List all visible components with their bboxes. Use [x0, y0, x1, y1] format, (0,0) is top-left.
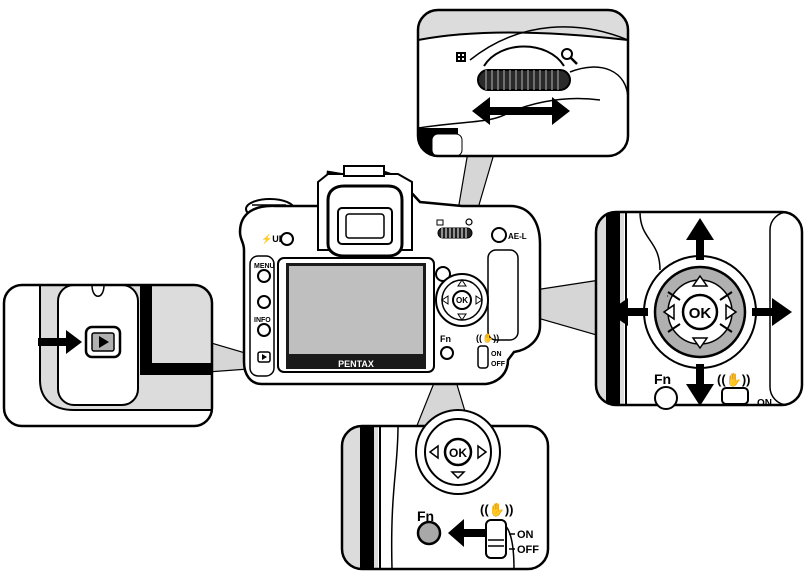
dpad-fn-label: Fn — [654, 371, 671, 387]
thumbnail-icon — [456, 52, 466, 62]
callout-play — [2, 283, 214, 428]
brand-logo: PENTAX — [338, 359, 374, 369]
dpad-ok-button[interactable] — [681, 293, 719, 331]
camera-ok-label: OK — [456, 296, 468, 305]
dpad-fn-button[interactable] — [654, 386, 678, 410]
callout-fn: OK Fn ((✋)) ON OFF — [340, 409, 550, 571]
dpad-right-icon[interactable] — [725, 303, 738, 321]
dpad-left-icon[interactable] — [662, 303, 675, 321]
dpad-segments[interactable] — [667, 291, 733, 333]
flash-up-label: ⚡UP — [261, 233, 285, 245]
menu-label: MENU — [254, 263, 275, 270]
play-button-icon — [99, 336, 109, 348]
dpad-ok-label: OK — [689, 305, 712, 322]
fn-ok-button[interactable] — [443, 437, 473, 467]
electronic-dial[interactable] — [437, 227, 473, 239]
info-button[interactable] — [257, 323, 271, 337]
fn-off-label: OFF — [517, 544, 539, 556]
camera-shake-icon: ((✋)) — [476, 332, 499, 343]
info-label: INFO — [254, 317, 271, 324]
camera-ok-button[interactable] — [452, 290, 472, 310]
ael-label: AE-L — [508, 232, 527, 241]
flash-up-button[interactable] — [280, 232, 294, 246]
dpad-arrows — [608, 218, 792, 406]
fn-on-label: ON — [517, 529, 534, 541]
menu-button[interactable] — [257, 269, 271, 283]
delete-button[interactable] — [257, 295, 271, 309]
camera-off-label: OFF — [491, 361, 506, 368]
callout-dial — [416, 8, 630, 158]
dpad-sr-switch[interactable] — [721, 387, 749, 405]
camera-on-label: ON — [491, 351, 502, 358]
ael-button[interactable] — [491, 227, 507, 243]
fn-shake-icon: ((✋)) — [480, 502, 514, 517]
dpad-on-label: ON — [757, 398, 772, 409]
dpad-down-icon[interactable] — [691, 337, 709, 350]
press-arrow-play — [38, 330, 82, 354]
camera-dpad[interactable]: OK — [435, 273, 489, 327]
camera-body: ⚡UP AE-L PENTAX MENU INFO OK — [238, 165, 542, 386]
callout-dpad: OK Fn ((✋)) ON — [594, 210, 804, 410]
fn-button[interactable] — [416, 520, 442, 546]
camera-fn-button[interactable] — [440, 346, 454, 360]
dpad-shake-icon: ((✋)) — [717, 372, 751, 387]
dpad-up-icon[interactable] — [691, 274, 709, 287]
dial-double-arrow — [472, 97, 570, 125]
camera-sr-switch[interactable] — [477, 345, 489, 369]
fn-sr-switch[interactable] — [485, 519, 507, 559]
dial-wheel[interactable] — [477, 69, 571, 91]
magnify-icon — [561, 48, 578, 65]
fn-ok-label: OK — [449, 446, 467, 460]
press-arrow-fn — [448, 519, 486, 547]
camera-fn-label: Fn — [440, 334, 451, 344]
fn-label: Fn — [417, 508, 434, 524]
